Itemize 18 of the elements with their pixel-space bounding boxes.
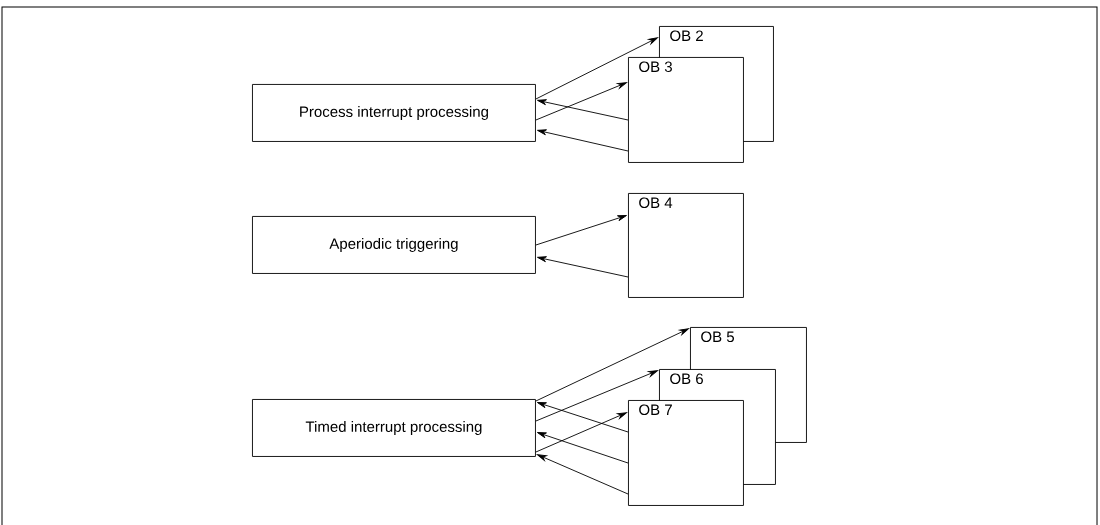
arrow — [536, 454, 629, 495]
arrow — [535, 215, 627, 246]
arrow — [535, 412, 627, 453]
arrow — [537, 99, 629, 121]
arrow — [535, 37, 659, 100]
arrow — [537, 129, 629, 152]
arrow — [536, 432, 629, 464]
process-box: Process interrupt processing — [252, 84, 536, 142]
block-box: OB 3 — [628, 57, 744, 163]
arrow — [537, 256, 629, 278]
arrow — [535, 370, 658, 422]
process-box: Timed interrupt processing — [252, 399, 536, 457]
arrow — [535, 328, 689, 402]
block-box: OB 7 — [628, 400, 744, 506]
process-box: Aperiodic triggering — [252, 216, 536, 274]
block-box: OB 4 — [628, 193, 744, 298]
arrow — [536, 402, 629, 433]
arrow — [535, 82, 627, 121]
